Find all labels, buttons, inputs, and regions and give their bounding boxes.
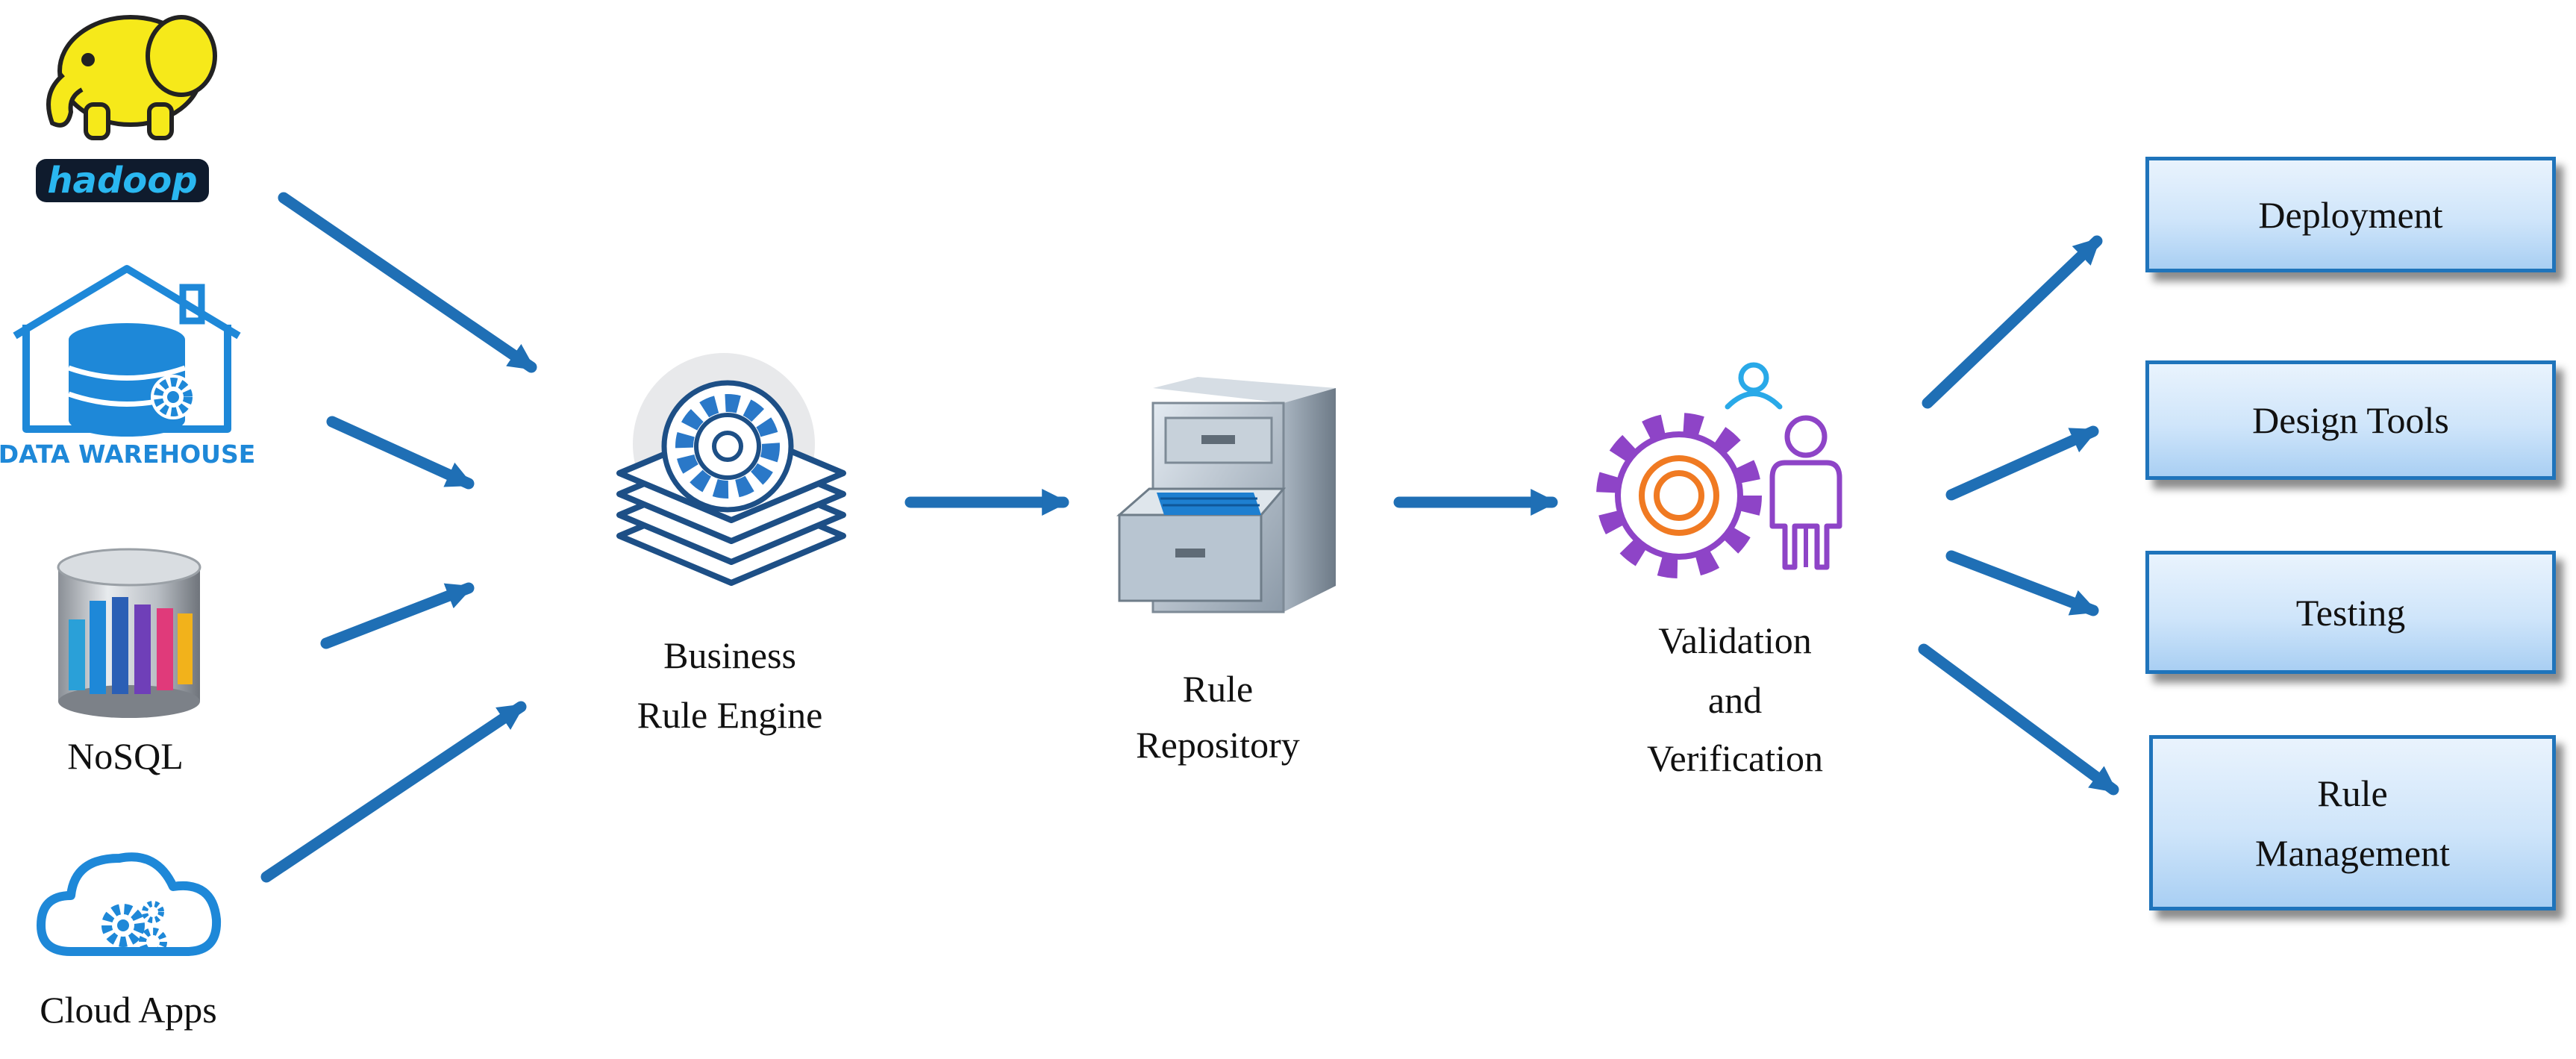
arrow-validation-to-design-tools (1945, 425, 2099, 501)
deployment-box: Deployment (2145, 157, 2556, 272)
data-warehouse-logo-text: DATA WAREHOUSE (0, 440, 255, 469)
cloud-gears-icon (37, 852, 222, 956)
data-warehouse-icon (13, 265, 241, 437)
design-tools-label: Design Tools (2252, 399, 2449, 441)
validation-label-line3: Verification (1647, 737, 1823, 779)
deployment-label: Deployment (2258, 193, 2443, 236)
arrow-hadoop-to-engine (278, 192, 537, 373)
arrow-cloud-to-engine (260, 701, 527, 883)
hadoop-elephant-icon (46, 15, 217, 140)
testing-label: Testing (2295, 591, 2406, 634)
arrow-nosql-to-engine (320, 582, 475, 649)
flow-arrows (260, 192, 2119, 883)
nosql-label: NoSQL (67, 735, 184, 777)
filing-cabinet-icon (1116, 377, 1336, 613)
rule-management-label-line2: Management (2254, 831, 2450, 874)
validation-label-line1: Validation (1658, 619, 1812, 661)
rule-management-label-line1: Rule (2317, 772, 2388, 814)
rule-repository-label-line2: Repository (1136, 724, 1299, 766)
design-tools-box: Design Tools (2145, 360, 2556, 480)
validation-label-line2: and (1708, 679, 1762, 721)
hadoop-wordmark: hadoop (36, 159, 209, 202)
rule-engine-gear-stack-icon (616, 353, 846, 586)
cloud-apps-label: Cloud Apps (40, 989, 217, 1031)
testing-box: Testing (2145, 551, 2556, 674)
business-rule-engine-label-line1: Business (663, 634, 796, 676)
arrow-validation-to-deployment (1922, 235, 2103, 409)
arrow-warehouse-to-engine (326, 416, 475, 490)
rule-management-box: Rule Management (2149, 735, 2556, 910)
validation-gear-person-icon (1596, 362, 1842, 578)
arrow-validation-to-rule-management (1918, 643, 2119, 796)
business-rule-engine-label-line2: Rule Engine (637, 694, 823, 736)
arrow-validation-to-testing (1945, 550, 2099, 616)
rule-repository-label-line1: Rule (1183, 668, 1253, 710)
nosql-database-icon (57, 548, 201, 718)
hadoop-logo-text: hadoop (47, 160, 197, 202)
